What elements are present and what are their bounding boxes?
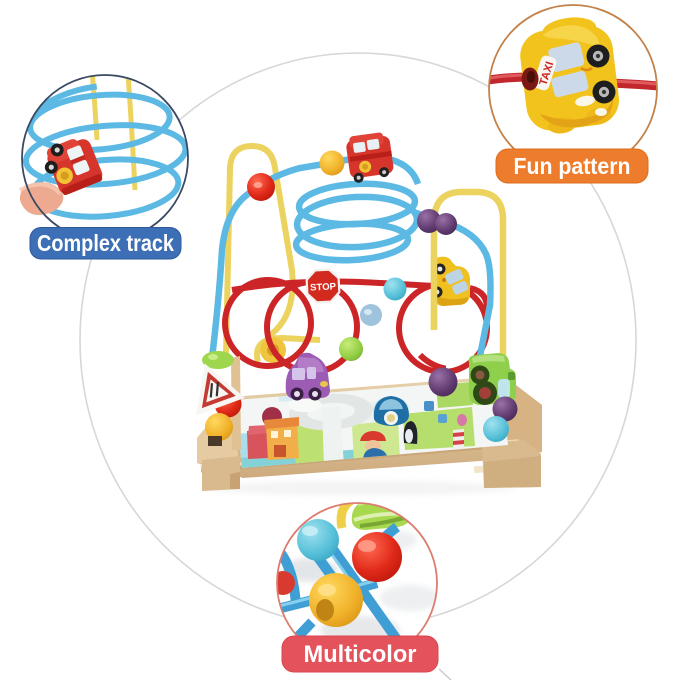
svg-text:Multicolor: Multicolor <box>304 641 417 668</box>
svg-text:Fun pattern: Fun pattern <box>514 153 631 179</box>
svg-text:Complex track: Complex track <box>37 230 174 256</box>
svg-text:STOP: STOP <box>310 281 337 293</box>
